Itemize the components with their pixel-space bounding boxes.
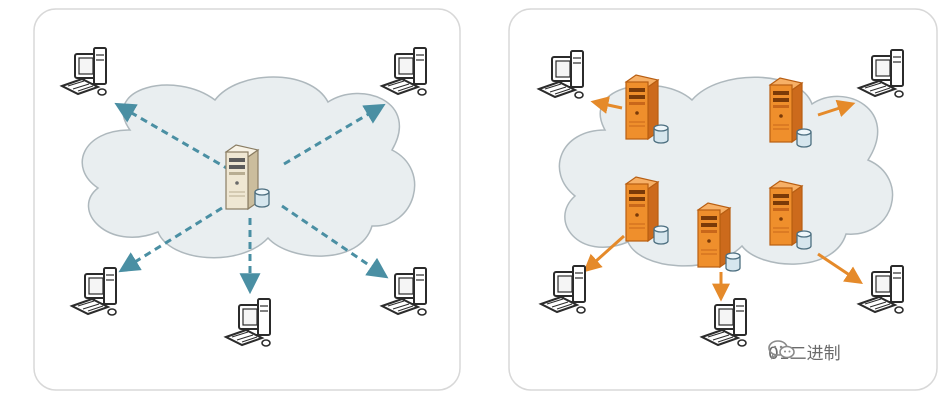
wechat-icon — [768, 340, 795, 360]
connection-line — [283, 103, 386, 166]
database-icon — [653, 124, 669, 144]
database-icon — [254, 188, 270, 208]
distributed-panel — [508, 8, 938, 391]
centralized-panel — [33, 8, 461, 391]
connection-line — [281, 204, 389, 279]
central-server-icon — [225, 144, 259, 210]
connection-line — [817, 252, 863, 284]
database-icon — [796, 128, 812, 148]
server-icon — [625, 74, 659, 140]
connection-line — [114, 102, 231, 172]
database-icon — [725, 252, 741, 272]
server-icon — [625, 176, 659, 242]
database-icon — [653, 225, 669, 245]
database-icon — [796, 230, 812, 250]
connection-line — [583, 234, 626, 273]
server-icon — [697, 202, 731, 268]
watermark: 01二进制 — [768, 339, 841, 364]
connection-line — [817, 99, 856, 117]
connection-line — [118, 206, 223, 273]
connection-line — [590, 96, 623, 114]
